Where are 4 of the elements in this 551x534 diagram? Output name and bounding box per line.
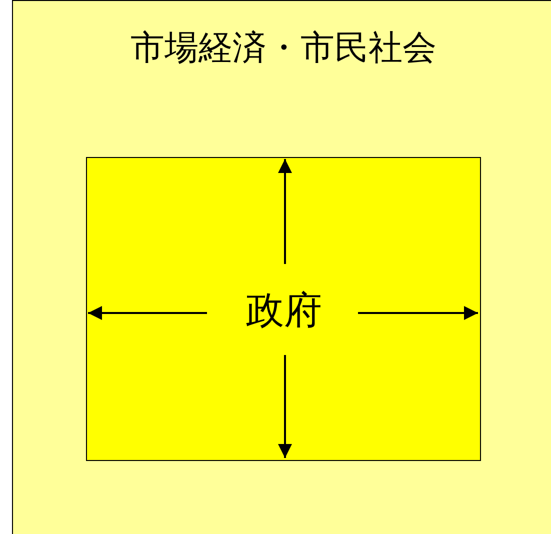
outer-region-box xyxy=(12,0,551,534)
box-label: 政府 xyxy=(246,290,322,328)
inner-box xyxy=(86,156,480,460)
region-title: 市場経済・市民社会 xyxy=(130,31,436,65)
